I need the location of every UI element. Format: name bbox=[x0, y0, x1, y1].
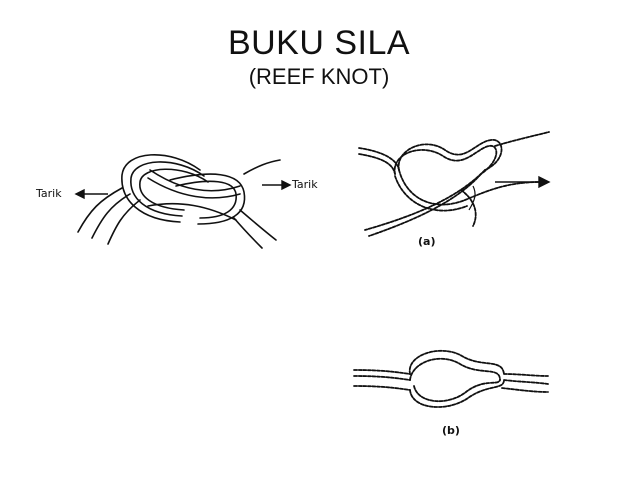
reef-knot-finished-illustration bbox=[353, 349, 549, 408]
reef-knot-step-a-drawing bbox=[355, 130, 555, 240]
pull-label-left: Tarik bbox=[36, 187, 62, 200]
reef-knot-pull-drawing bbox=[30, 140, 330, 260]
reef-knot-finished-drawing bbox=[352, 340, 552, 420]
reef-knot-pull-illustration bbox=[74, 153, 292, 249]
slide-subtitle: (REEF KNOT) bbox=[248, 64, 390, 89]
reef-knot-step-a-illustration bbox=[358, 131, 551, 237]
caption-a: (a) bbox=[418, 235, 436, 248]
caption-b: (b) bbox=[442, 424, 460, 437]
pull-label-right: Tarik bbox=[292, 178, 318, 191]
slide-title: BUKU SILA bbox=[227, 24, 411, 62]
